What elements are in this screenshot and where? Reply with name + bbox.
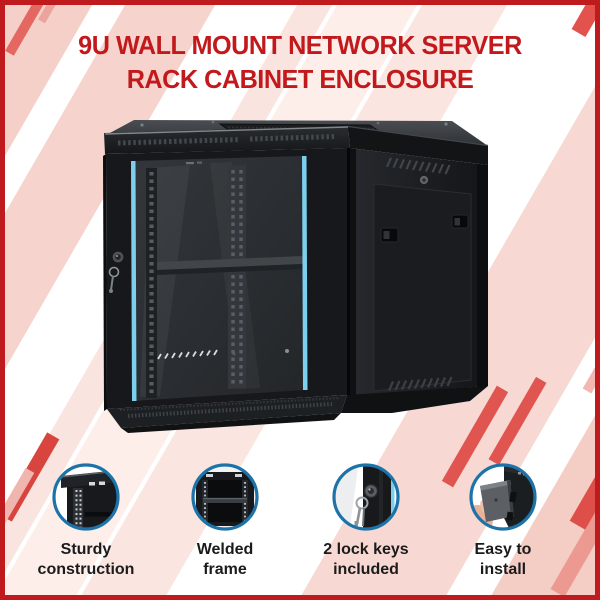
feature-label-line2: install	[479, 561, 527, 578]
feature-welded-frame: Welded frame	[153, 460, 297, 580]
feature-label-line1: Easy to	[474, 541, 532, 558]
page-title-line1: 9U WALL MOUNT NETWORK SERVER	[78, 30, 522, 60]
feature-label-line2: construction	[37, 561, 135, 578]
feature-label-line1: 2 lock keys	[323, 541, 409, 558]
feature-label-line1: Sturdy	[60, 541, 112, 558]
feature-sturdy-construction: Sturdy construction	[14, 460, 158, 580]
wall-mount-icon	[469, 463, 537, 531]
page-title: 9U WALL MOUNT NETWORK SERVER RACK CABINE…	[9, 28, 591, 96]
feature-label-line2: frame	[203, 561, 247, 578]
rack-corner-icon	[52, 463, 120, 531]
lock-keys-icon	[332, 463, 400, 531]
welded-frame-icon	[191, 463, 259, 531]
page-title-line2: RACK CABINET ENCLOSURE	[126, 64, 474, 94]
feature-easy-install: Easy to install	[431, 460, 575, 580]
feature-label-line2: included	[333, 561, 399, 578]
feature-label-line1: Welded	[196, 541, 254, 558]
feature-lock-keys: 2 lock keys included	[294, 460, 438, 580]
